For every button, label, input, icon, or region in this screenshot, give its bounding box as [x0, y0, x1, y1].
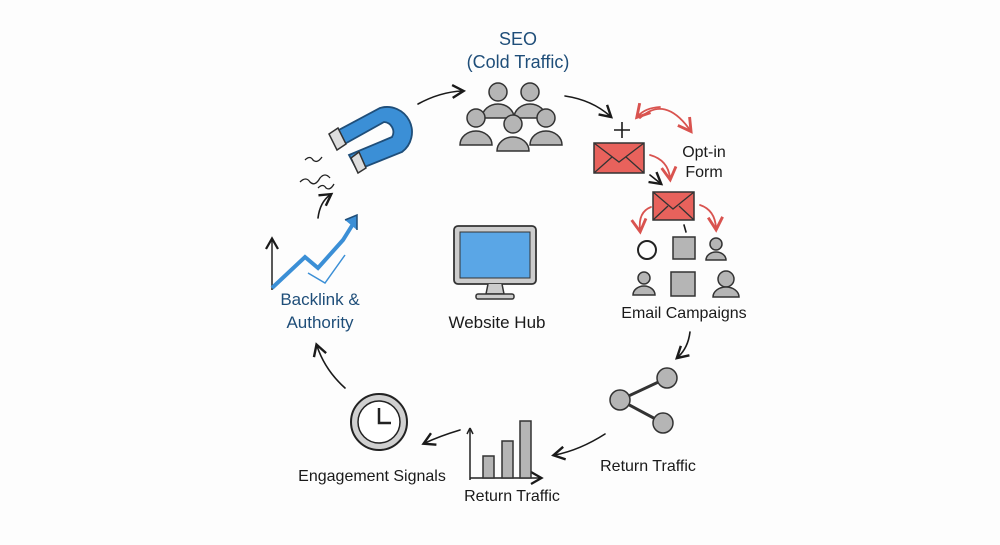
engagement-node: Engagement Signals — [298, 393, 446, 485]
arrow-backlink-to-magnet — [317, 192, 334, 219]
attraction-waves-icon — [299, 156, 335, 190]
envelope-icon — [593, 142, 645, 174]
refresh-icon — [637, 240, 657, 260]
arrow-magnet-to-seo — [417, 83, 467, 105]
share-return-traffic-label: Return Traffic — [600, 458, 696, 475]
backlink-label-2: Authority — [286, 313, 354, 332]
seo-subtitle: (Cold Traffic) — [467, 52, 570, 72]
clock-icon — [350, 393, 408, 451]
email-campaigns-node: Email Campaigns — [621, 191, 747, 322]
square-icon — [672, 236, 696, 260]
share-node: Return Traffic — [600, 367, 696, 475]
arrow-chart-to-clock — [421, 429, 461, 446]
monitor-icon — [453, 225, 537, 300]
chart-return-traffic-label: Return Traffic — [464, 488, 560, 505]
plus-icon — [614, 122, 630, 138]
return-traffic-node: Return Traffic — [464, 420, 560, 505]
share-icon — [609, 367, 678, 434]
person-icon — [705, 237, 727, 261]
person-icon — [712, 270, 740, 298]
square-icon — [670, 271, 696, 297]
person-icon — [632, 271, 656, 296]
arrow-seo-to-optin — [564, 95, 614, 119]
opt-in-node: Opt-in Form — [593, 102, 726, 186]
arrow-email-to-share — [675, 331, 691, 360]
arrow-clock-to-backlink — [312, 342, 346, 389]
people-group-icon — [459, 82, 563, 152]
backlink-node: Backlink & Authority — [265, 213, 360, 332]
website-hub-label: Website Hub — [448, 313, 545, 332]
backlink-label-1: Backlink & — [280, 290, 360, 309]
magnet-icon — [299, 106, 413, 190]
arrow-share-to-chart — [551, 433, 606, 461]
opt-in-label-2: Form — [685, 164, 722, 181]
email-campaigns-label: Email Campaigns — [621, 305, 746, 322]
trend-up-icon — [265, 213, 358, 290]
seo-title: SEO — [499, 29, 537, 49]
engagement-signals-label: Engagement Signals — [298, 468, 446, 485]
website-hub-node: Website Hub — [448, 225, 546, 332]
bar-chart-icon — [466, 420, 540, 480]
envelope-icon — [652, 191, 695, 221]
seo-node: SEO (Cold Traffic) — [459, 29, 570, 152]
opt-in-label-1: Opt-in — [682, 144, 726, 161]
